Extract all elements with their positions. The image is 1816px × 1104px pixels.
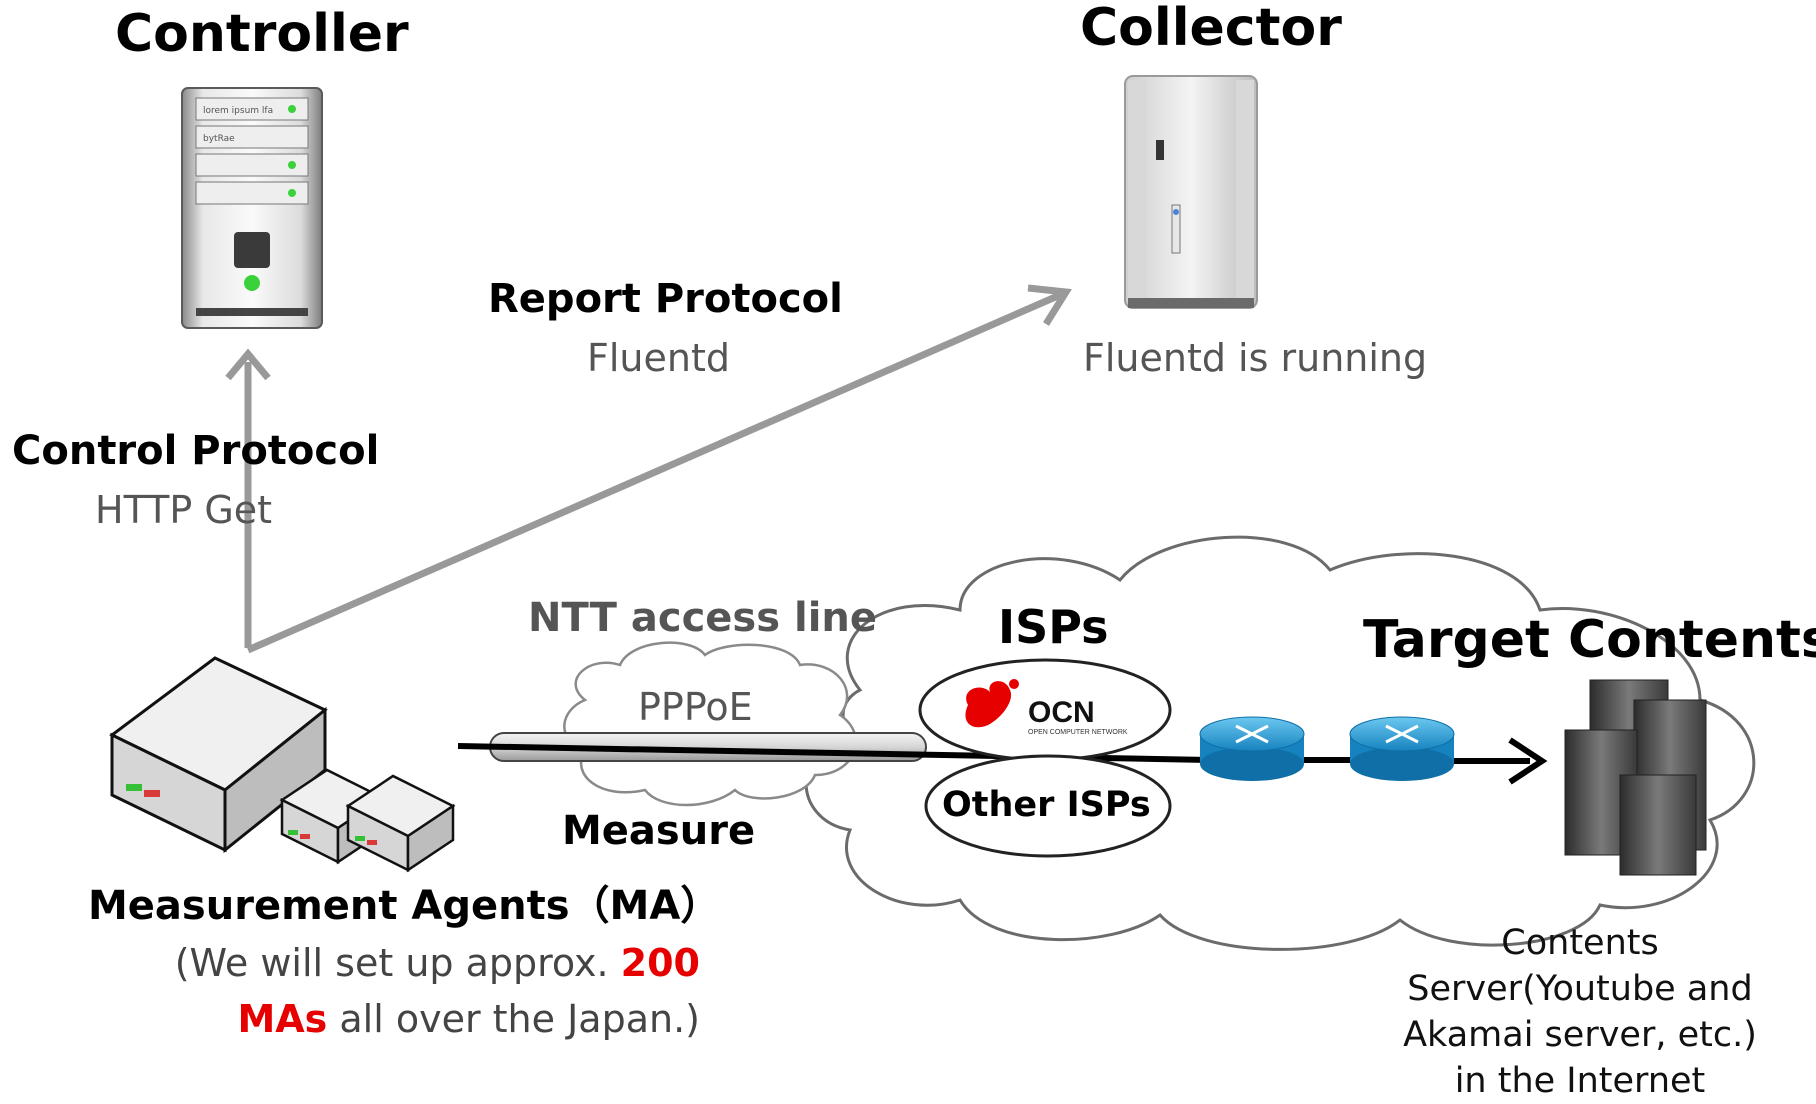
control-protocol-value: HTTP Get xyxy=(95,488,273,532)
other-isps-ellipse xyxy=(924,754,1172,858)
ma-note-suffix: all over the Japan.) xyxy=(327,997,700,1041)
contents-server-line-3: Akamai server, etc.) xyxy=(1403,1015,1757,1055)
measure-label: Measure xyxy=(562,808,756,854)
measurement-agent-icon xyxy=(109,656,456,873)
collector-server-icon xyxy=(1124,75,1258,309)
measurement-agents-title: Measurement Agents（MA） xyxy=(88,883,721,929)
controller-panel-label-2: bytRae xyxy=(203,134,235,144)
access-line-title: NTT access line xyxy=(528,595,878,641)
router-icon xyxy=(1349,716,1455,781)
ma-count: 200 xyxy=(620,941,700,985)
contents-server-icon xyxy=(1564,679,1707,876)
collector-title: Collector xyxy=(1080,0,1342,58)
other-isps-label: Other ISPs xyxy=(942,785,1151,825)
ma-note-prefix: (We will set up approx. xyxy=(174,941,621,985)
contents-server-line-4: in the Internet xyxy=(1454,1061,1706,1101)
pppoe-label: PPPoE xyxy=(638,685,753,729)
ocn-logo-text: OCN xyxy=(1028,696,1095,729)
control-protocol-arrow xyxy=(225,348,271,648)
contents-server-line-2: Server(Youtube and xyxy=(1407,969,1753,1009)
target-contents-title: Target Contents xyxy=(1363,610,1816,670)
ocn-logo: OCN OPEN COMPUTER NETWORK xyxy=(965,679,1128,736)
report-protocol-arrow xyxy=(246,284,1072,654)
controller-server-icon: lorem ipsum lfa bytRae xyxy=(181,87,323,329)
ocn-logo-tagline: OPEN COMPUTER NETWORK xyxy=(1028,729,1128,736)
isps-title: ISPs xyxy=(998,600,1109,654)
controller-panel-label-1: lorem ipsum lfa xyxy=(203,106,273,116)
collector-subtitle: Fluentd is running xyxy=(1083,336,1428,380)
ma-label: MAs xyxy=(237,997,328,1041)
control-protocol-title: Control Protocol xyxy=(12,428,380,474)
contents-server-caption: Contents Server(Youtube and Akamai serve… xyxy=(1380,920,1780,1104)
measure-arrow xyxy=(1454,737,1548,785)
contents-server-line-1: Contents xyxy=(1501,923,1659,963)
report-protocol-value: Fluentd xyxy=(587,336,730,380)
report-protocol-title: Report Protocol xyxy=(488,276,843,322)
router-icon xyxy=(1199,716,1305,781)
controller-title: Controller xyxy=(115,4,409,64)
